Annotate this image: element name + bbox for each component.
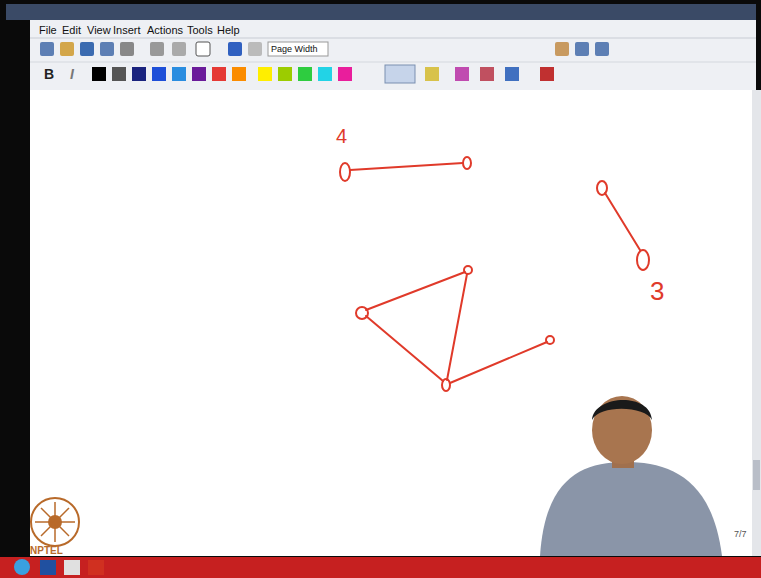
scroll-thumb — [753, 460, 760, 490]
presenter — [540, 396, 722, 556]
vertex-label: 3 — [650, 278, 664, 304]
menu-divider — [30, 38, 756, 39]
vertex-label: 4 — [336, 126, 347, 146]
color-swatches — [92, 65, 554, 83]
menu-item: Insert — [113, 25, 141, 36]
toolbar-icons — [40, 42, 609, 56]
taskbar — [0, 557, 761, 578]
zoom-dropdown: Page Width — [271, 45, 318, 54]
menu-item: File — [39, 25, 57, 36]
menu-item: View — [87, 25, 111, 36]
bold-button: B — [44, 67, 54, 81]
scrollbar — [752, 90, 761, 556]
menu-item: Tools — [187, 25, 213, 36]
menu-item: Actions — [147, 25, 183, 36]
menu-toolbar-ground — [30, 20, 756, 90]
graph-drawing — [340, 157, 649, 391]
title-bar — [6, 4, 756, 20]
logo-text: NPTEL — [30, 546, 63, 556]
italic-button: I — [70, 67, 74, 81]
menu-item: Edit — [62, 25, 81, 36]
nptel-logo — [31, 498, 79, 546]
toolbar-divider — [30, 62, 756, 63]
taskbar-icons — [14, 559, 104, 575]
page-area — [30, 90, 752, 556]
menu-item: Help — [217, 25, 240, 36]
page-counter: 7/7 — [734, 530, 747, 539]
